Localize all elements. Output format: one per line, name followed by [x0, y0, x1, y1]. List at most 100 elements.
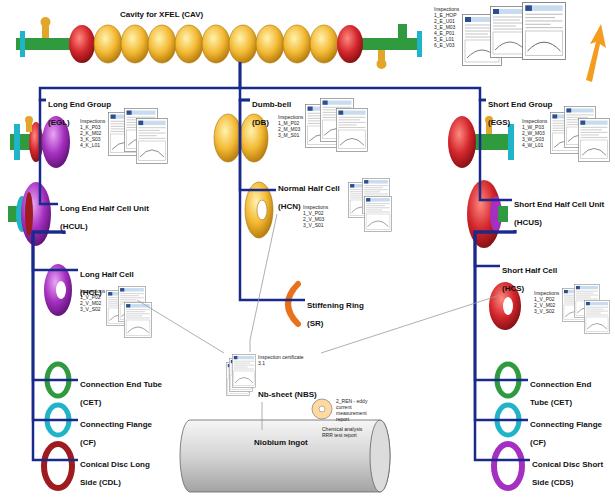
- part-name: Conical Disc Short Side (CDS): [532, 460, 603, 487]
- orange-arrow: [586, 24, 606, 82]
- document-note: Inspection certificate 3.1: [258, 354, 306, 366]
- material-link: [262, 402, 263, 430]
- long-half-cell-drawing: [44, 264, 72, 316]
- cavity-drawing: [121, 25, 149, 63]
- tree-connector: [40, 62, 240, 100]
- long-half-cell-unit-drawing: [25, 192, 33, 236]
- cavity-drawing: [16, 17, 422, 69]
- long-half-cell-unit-drawing: [21, 182, 51, 246]
- text-row: Short End Half Cell Unit (HCUS): [514, 193, 607, 229]
- text-row: Conical Disc Short Side (CDS): [532, 453, 606, 489]
- stiffening-ring-drawing: [288, 284, 298, 324]
- part-name: Connecting Flange (CF): [80, 420, 152, 447]
- part-name: Long End Half Cell Unit (HCUL): [60, 204, 149, 231]
- long-half-cell-unit-drawing: [8, 182, 51, 246]
- cavity-drawing: [202, 25, 230, 63]
- inspection-document: [523, 3, 566, 60]
- orange-arrow: [586, 24, 606, 82]
- part-label: Connecting Flange (CF): [528, 412, 606, 450]
- text-row: Short Half Cell (HCS): [502, 259, 560, 295]
- part-label: Conical Disc Short Side (CDS): [530, 452, 608, 490]
- cavity-drawing: [94, 25, 338, 63]
- inspection-list: Inspections 1_K_P03 2_K_M02 3_K_S03 4_K_…: [80, 118, 106, 148]
- assembly-label: Short End Half Cell Unit (HCUS): [512, 192, 609, 230]
- short-half-cell-unit-drawing: [498, 206, 508, 222]
- tree-connector: [475, 230, 528, 380]
- tree-connector: [475, 230, 515, 266]
- inspection-document: [578, 118, 609, 161]
- cavity-drawing: [377, 59, 387, 69]
- tree-connector: [480, 100, 512, 200]
- long-end-group-drawing: [14, 124, 20, 160]
- tree-connector: [240, 62, 486, 100]
- dumb-bell-drawing: [214, 114, 242, 162]
- inspection-document: [584, 300, 609, 333]
- cavity-drawing: [229, 25, 257, 63]
- tree-connector: [240, 62, 250, 100]
- tree-connector: [475, 230, 530, 460]
- text-row: Connection End Tube (CET): [530, 373, 594, 409]
- tree-connector: [33, 232, 78, 460]
- inspection-document: [364, 196, 391, 231]
- text-row: Conical Disc Long Side (CDL): [80, 453, 152, 489]
- cavity-drawing: [356, 38, 422, 50]
- short-end-group-drawing: [448, 116, 476, 168]
- eddy-current-disc: [312, 399, 332, 419]
- part-name: Connecting Flange (CF): [530, 420, 602, 447]
- cavity-drawing: [310, 25, 338, 63]
- tree-connector: [475, 230, 528, 420]
- assembly-label: Short End Group (EGS): [486, 92, 557, 130]
- material-link: [137, 300, 224, 353]
- cavity-drawing: [283, 25, 311, 63]
- cavity-drawing: [337, 25, 363, 63]
- part-name: Short End Half Cell Unit (HCUS): [514, 200, 604, 227]
- cavity-drawing: [20, 31, 25, 57]
- text-row: Long End Half Cell Unit (HCUL): [60, 197, 151, 233]
- eddy-current-disc: [312, 399, 332, 419]
- short-half-cell-drawing: [503, 297, 513, 315]
- cavity-drawing: [94, 25, 122, 63]
- part-label: Connecting Flange (CF): [78, 412, 156, 450]
- tree-connector: [240, 100, 305, 300]
- long-end-group-drawing: [25, 116, 33, 124]
- part-name: Stiffening Ring (SR): [307, 301, 364, 328]
- inspection-document: [136, 118, 167, 163]
- cavity-drawing: [417, 31, 422, 57]
- assembly-label: Cavity for XFEL (CAV): [15, 2, 427, 62]
- tree-connector: [33, 232, 78, 420]
- cavity-drawing: [41, 17, 51, 27]
- text-row: Niobium Ingot: [254, 431, 310, 449]
- part-name: Connection End Tube (CET): [530, 380, 591, 407]
- stiffening-ring-drawing: [288, 284, 298, 324]
- tree-connector: [33, 232, 78, 380]
- part-label: Stiffening Ring (SR): [305, 293, 368, 331]
- long-half-cell-drawing: [56, 281, 66, 299]
- cavity-drawing: [175, 25, 203, 63]
- sheet-stack: [226, 354, 255, 395]
- part-label: Connection End Tube (CET): [78, 372, 167, 410]
- inspection-list: Inspections 1_M_P02 2_M_M03 3_M_S01: [278, 114, 304, 138]
- inspection-document: [336, 108, 367, 151]
- part-name: Conical Disc Long Side (CDL): [80, 460, 150, 487]
- cavity-drawing: [148, 25, 176, 63]
- part-name: Nb-sheet (NBS): [258, 390, 317, 399]
- cavity-drawing: [256, 25, 284, 63]
- assembly-label: Long End Half Cell Unit (HCUL): [58, 196, 153, 234]
- tree-connector: [240, 100, 276, 190]
- niobium-ingot-drawing: [180, 420, 390, 492]
- sheet-stack: [232, 354, 255, 387]
- inspection-list: Inspections 1_E_HOP 2_E_U01 3_E_M03 4_E_…: [434, 6, 461, 48]
- niobium-ingot-drawing: [180, 420, 390, 492]
- inspection-list: Inspections 1_V_P02 2_V_M03 3_V_S01: [303, 204, 329, 228]
- cavity-drawing: [398, 24, 407, 38]
- inspection-document: [106, 3, 609, 338]
- material-label: Niobium Ingot: [252, 430, 312, 450]
- short-end-group-drawing: [470, 134, 512, 150]
- part-label: Connection End Tube (CET): [528, 372, 596, 410]
- tree-connector: [40, 100, 58, 204]
- document-note: 2_REN - eddy current measurement report: [336, 398, 380, 422]
- inspection-list: Inspections 1_W_P03 2_W_M03 3_W_S03 4_W_…: [522, 118, 548, 148]
- inspection-list: Inspections 1_V_P02 2_V_M02 3_V_S02: [80, 288, 106, 312]
- normal-half-cell-drawing: [257, 200, 267, 220]
